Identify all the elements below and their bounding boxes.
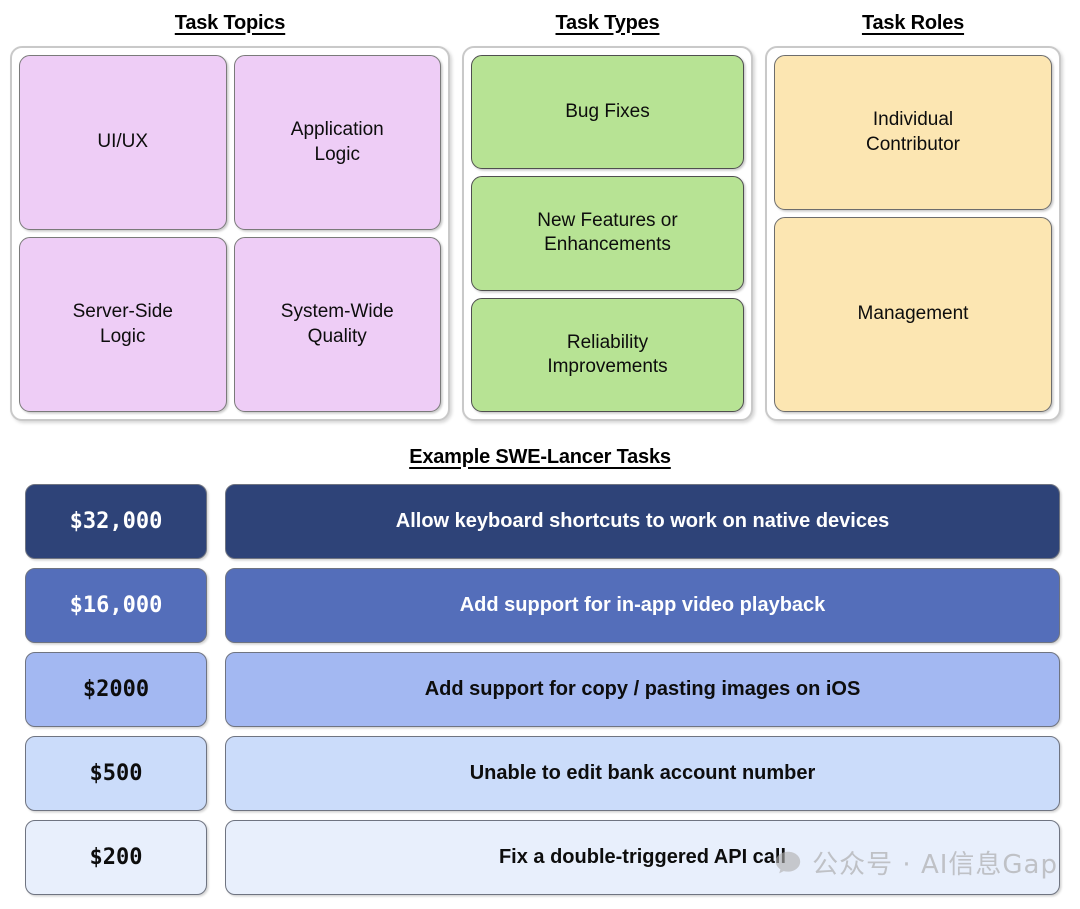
task-description[interactable]: Add support for in-app video playback xyxy=(225,568,1060,643)
example-tasks-title: Example SWE-Lancer Tasks xyxy=(409,445,671,468)
task-topics-title-wrap: Task Topics xyxy=(10,0,450,46)
task-roles-title-wrap: Task Roles xyxy=(765,0,1061,46)
task-description[interactable]: Fix a double-triggered API call xyxy=(225,820,1060,895)
task-price-badge[interactable]: $16,000 xyxy=(25,568,207,643)
topic-card-ui-ux[interactable]: UI/UX xyxy=(19,55,227,230)
task-description[interactable]: Allow keyboard shortcuts to work on nati… xyxy=(225,484,1060,559)
task-price-badge[interactable]: $500 xyxy=(25,736,207,811)
task-price-badge[interactable]: $200 xyxy=(25,820,207,895)
example-tasks-title-wrap: Example SWE-Lancer Tasks xyxy=(0,432,1080,482)
task-description[interactable]: Add support for copy / pasting images on… xyxy=(225,652,1060,727)
task-topics-title: Task Topics xyxy=(174,11,286,34)
task-price-badge[interactable]: $32,000 xyxy=(25,484,207,559)
task-roles-title: Task Roles xyxy=(861,11,965,34)
task-types-title: Task Types xyxy=(555,11,660,34)
task-price-badge[interactable]: $2000 xyxy=(25,652,207,727)
role-card-management[interactable]: Management xyxy=(774,217,1052,412)
type-card-bug-fixes[interactable]: Bug Fixes xyxy=(471,55,744,170)
task-description[interactable]: Unable to edit bank account number xyxy=(225,736,1060,811)
task-types-title-wrap: Task Types xyxy=(462,0,753,46)
